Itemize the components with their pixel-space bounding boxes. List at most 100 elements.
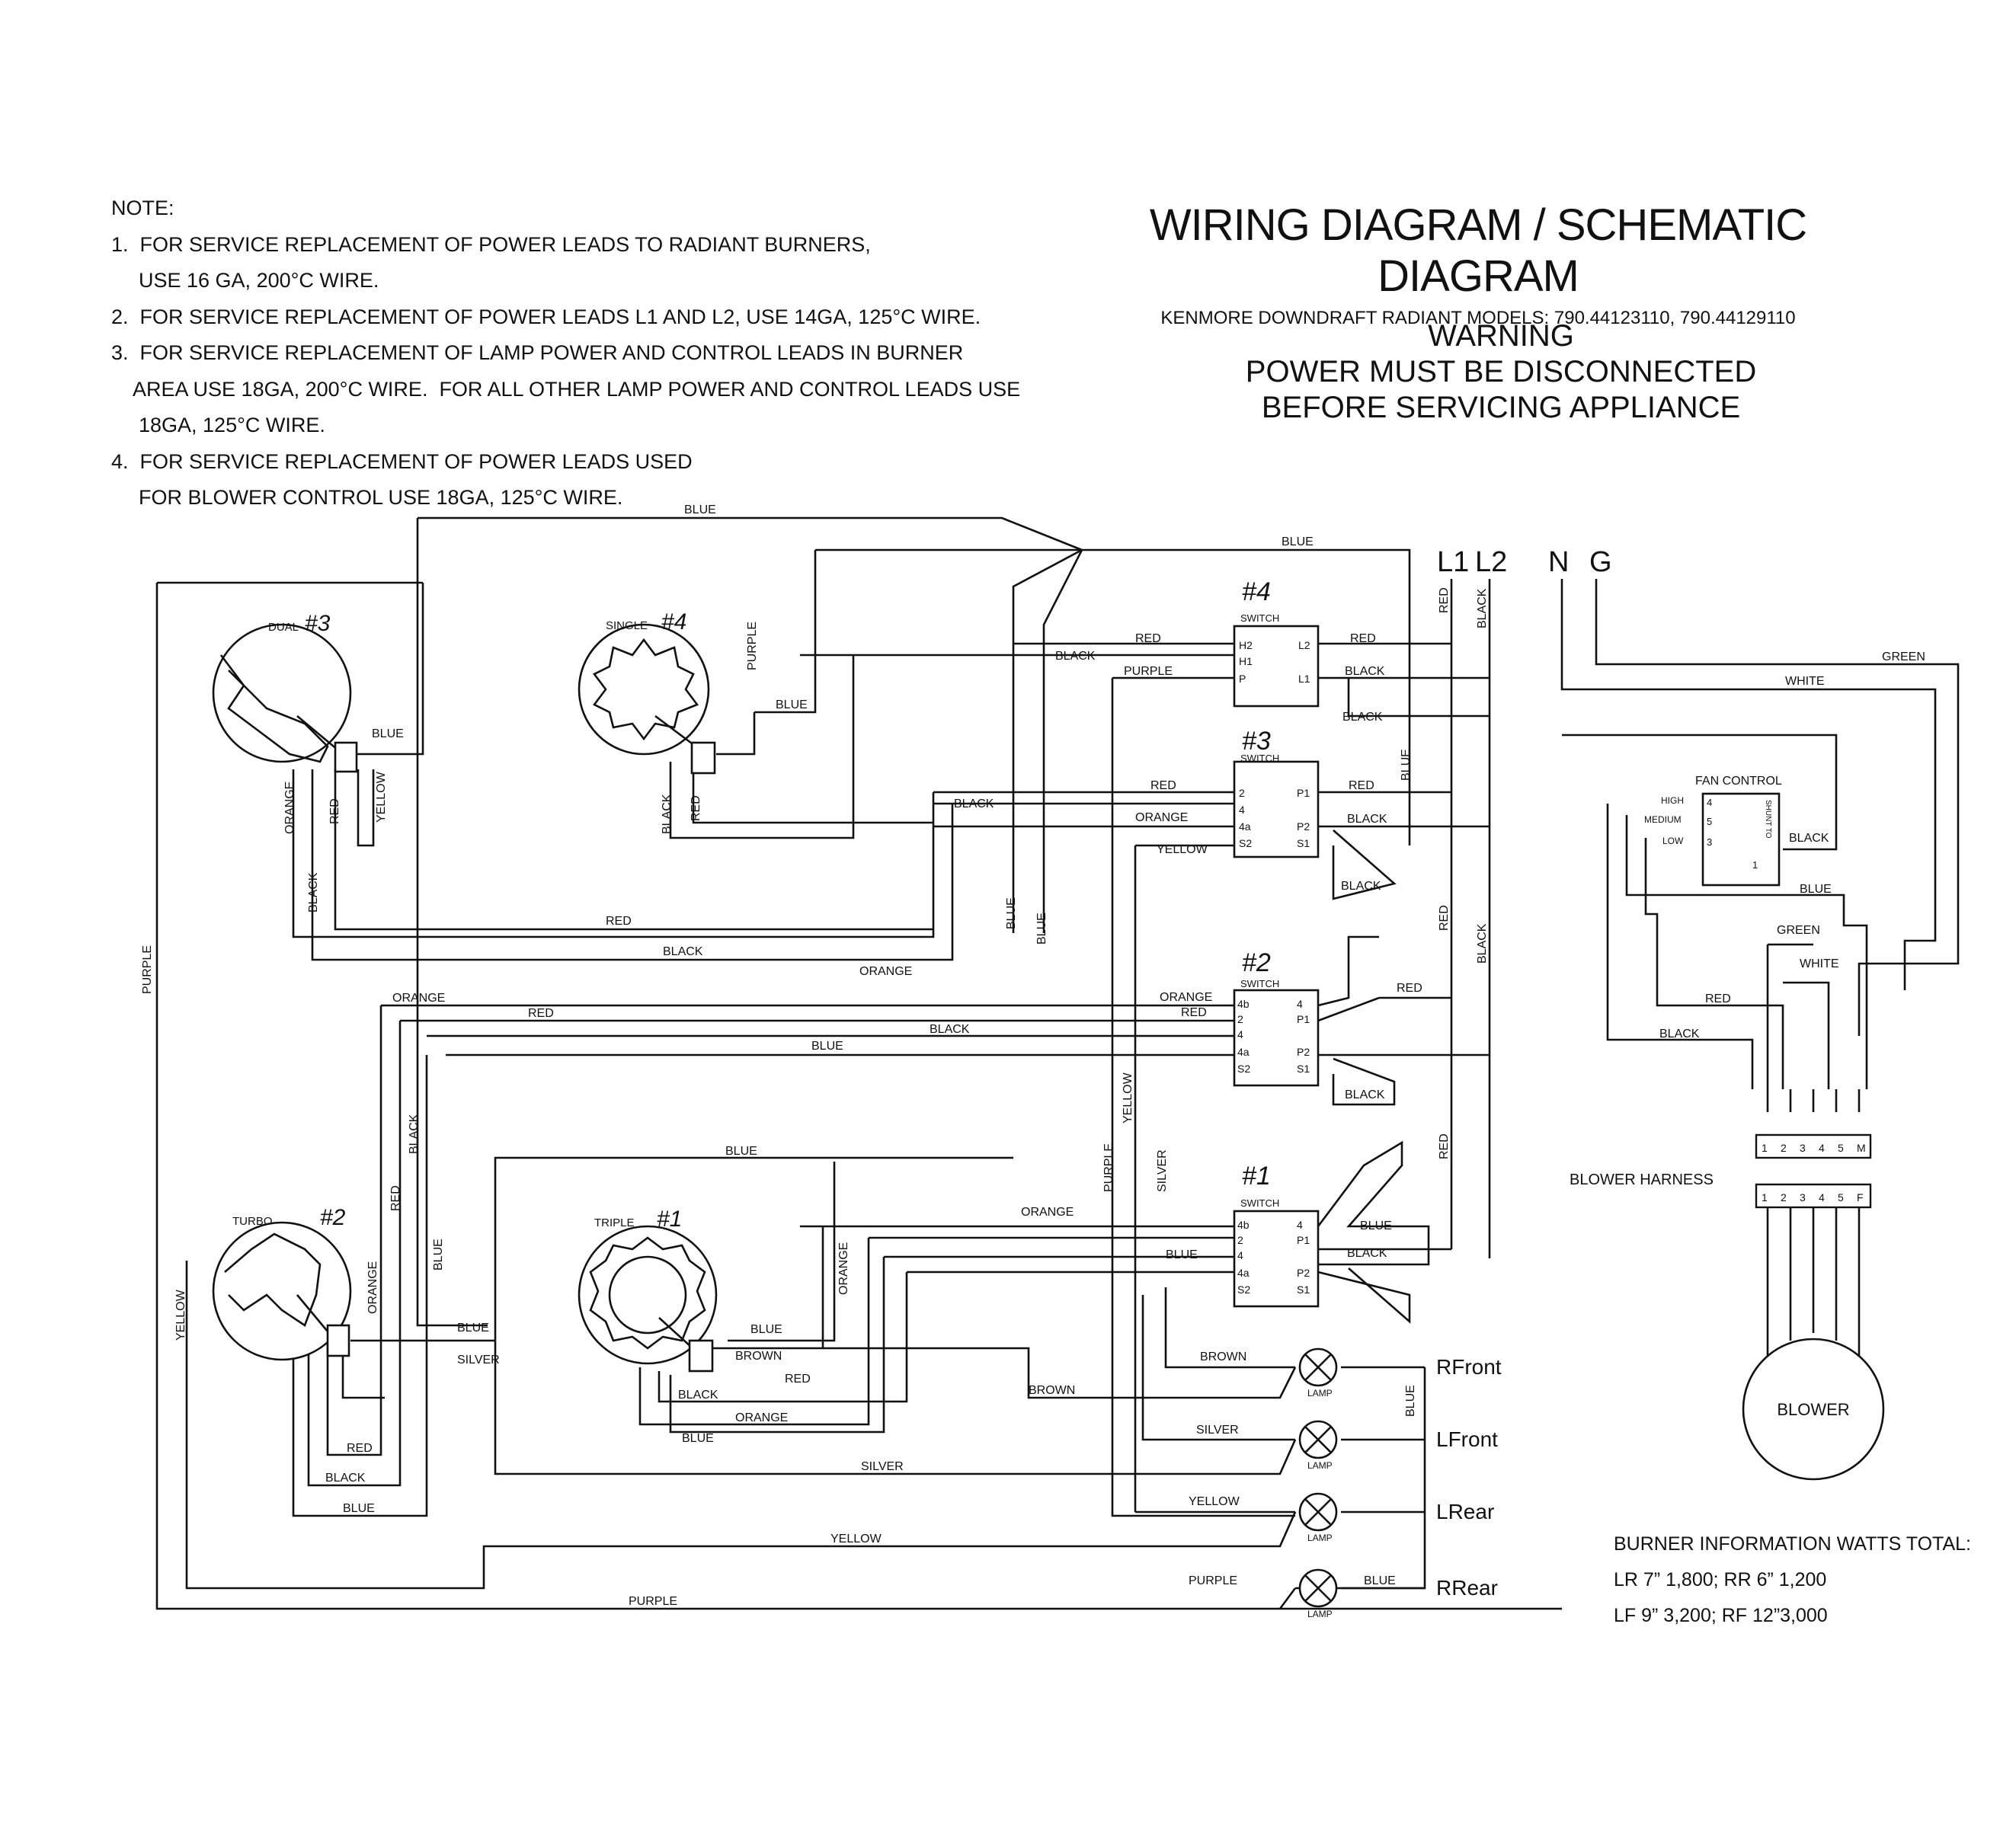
wire-label: BLACK [1347, 1247, 1387, 1260]
wire-label: YELLOW [1189, 1495, 1240, 1508]
wire [1347, 678, 1490, 718]
pin-label: P [1239, 673, 1246, 685]
wire-label: BLUE [1800, 883, 1832, 896]
wire [1164, 1287, 1295, 1369]
wire-label: BLUE [682, 1432, 714, 1445]
fan-level-label: HIGH [1661, 795, 1684, 806]
burner-dual-3: DUAL #3 [212, 611, 358, 773]
burner-number: #3 [305, 611, 331, 636]
diagram-title: WIRING DIAGRAM / SCHEMATIC DIAGRAM [1149, 200, 1807, 301]
pin-label: 4a [1237, 1046, 1250, 1058]
wire-label: BLUE [343, 1502, 375, 1515]
pin-label: 5 [1838, 1142, 1844, 1154]
warning-line: BEFORE SERVICING APPLIANCE [1261, 391, 1741, 424]
switch-number: #3 [1242, 727, 1271, 756]
pin-label: 5 [1707, 816, 1712, 827]
pin-label: P1 [1297, 1013, 1310, 1025]
wire-label: BLACK [954, 798, 994, 810]
burner-number: #4 [661, 609, 686, 635]
lamp-label: LAMP [1307, 1609, 1333, 1619]
pin-label: P1 [1297, 1234, 1310, 1246]
burner-triple-1: TRIPLE #1 [578, 1207, 718, 1373]
wire [1644, 838, 1784, 1089]
burner-type-label: DUAL [268, 621, 299, 634]
wire [1278, 1587, 1297, 1609]
terminal-l1: L1 [1437, 546, 1469, 578]
wire-label: RED [1349, 779, 1374, 792]
wire-label: BLACK [678, 1389, 718, 1402]
note-line: 4. FOR SERVICE REPLACEMENT OF POWER LEAD… [111, 449, 693, 473]
wire [823, 1347, 1297, 1399]
pin-label: 2 [1237, 1234, 1243, 1246]
diagram-subtitle: KENMORE DOWNDRAFT RADIANT MODELS: 790.44… [1160, 308, 1796, 328]
note-line: 18GA, 125°C WIRE. [139, 414, 325, 436]
wire-label: BLUE [432, 1239, 445, 1271]
pin-label: 3 [1800, 1191, 1806, 1203]
wire-label: BLUE [811, 1040, 843, 1053]
wire [754, 550, 817, 714]
wire-label: RED [347, 1442, 373, 1455]
wire-label: PURPLE [1189, 1574, 1237, 1587]
wire-label: BLACK [1789, 832, 1829, 845]
pin-label: M [1857, 1142, 1866, 1154]
wire-label: BLUE [1035, 913, 1048, 945]
burner-single-4: SINGLE #4 [578, 609, 716, 775]
wire-label: ORANGE [1160, 991, 1212, 1004]
wire-label: ORANGE [1135, 811, 1188, 824]
note-line: 1. FOR SERVICE REPLACEMENT OF POWER LEAD… [111, 232, 871, 256]
warning-block: WARNING POWER MUST BE DISCONNECTED BEFOR… [1211, 318, 1790, 426]
wire [669, 1257, 885, 1434]
note-line: 2. FOR SERVICE REPLACEMENT OF POWER LEAD… [111, 305, 981, 328]
burner-turbo-2: TURBO #2 [212, 1205, 352, 1361]
pin-label: H2 [1239, 639, 1253, 651]
wire-label: BLUE [1400, 749, 1413, 781]
blower-harness-label: BLOWER HARNESS [1570, 1172, 1714, 1188]
wire-label: ORANGE [392, 992, 445, 1005]
note-line: 3. FOR SERVICE REPLACEMENT OF LAMP POWER… [111, 341, 964, 364]
wire [712, 1226, 824, 1350]
wire [334, 769, 933, 931]
terminal-n: N [1548, 546, 1569, 578]
warning-line: WARNING [1428, 319, 1574, 353]
wire-label: BLACK [1347, 813, 1387, 826]
wire-label: GREEN [1882, 650, 1925, 663]
wire-label: YELLOW [375, 771, 388, 823]
pin-label: P2 [1297, 820, 1310, 833]
wire-label: RED [1397, 982, 1422, 995]
wire-label: PURPLE [746, 622, 759, 670]
wire [1317, 1267, 1411, 1324]
wire-label: ORANGE [837, 1242, 850, 1295]
wire [692, 762, 933, 824]
wire-label: RED [389, 1185, 402, 1211]
wire-label: BLACK [325, 1472, 366, 1485]
wire-label: BLUE [1282, 535, 1314, 548]
wire-label: RED [1150, 779, 1176, 792]
wire-label: BLACK [1476, 588, 1489, 628]
wire [1042, 549, 1083, 933]
wires [155, 516, 1960, 1610]
wire-label: BLACK [663, 945, 703, 958]
switch-label: SWITCH [1240, 612, 1279, 624]
wire-label: SILVER [1196, 1424, 1239, 1437]
wire-label: WHITE [1785, 675, 1825, 688]
lamp-name: RFront [1436, 1355, 1502, 1379]
wire [1595, 579, 1960, 1036]
lamp-lrear: LAMP LRear [1298, 1492, 1494, 1543]
wire-label: RED [1705, 993, 1731, 1005]
pin-label: P2 [1297, 1267, 1310, 1279]
burner-info-line: LF 9” 3,200; RF 12”3,000 [1614, 1605, 1828, 1626]
wire-label: RED [785, 1373, 811, 1386]
wire [311, 769, 954, 961]
warning-line: POWER MUST BE DISCONNECTED [1245, 355, 1757, 388]
pin-label: 5 [1838, 1191, 1844, 1203]
wire-label: BLUE [1364, 1574, 1396, 1587]
blower: BLOWER [1742, 1338, 1885, 1481]
switch-1: #1 SWITCH 4b 2 4 4a S2 4 P1 P2 S1 [1233, 1162, 1320, 1308]
pin-label: 3 [1707, 836, 1712, 848]
wire-label: BLUE [1005, 897, 1018, 929]
pin-label: S2 [1237, 1063, 1250, 1075]
wire-label: SILVER [457, 1354, 500, 1366]
pin-label: 4 [1237, 1028, 1243, 1040]
wire-label: SILVER [1156, 1149, 1169, 1192]
